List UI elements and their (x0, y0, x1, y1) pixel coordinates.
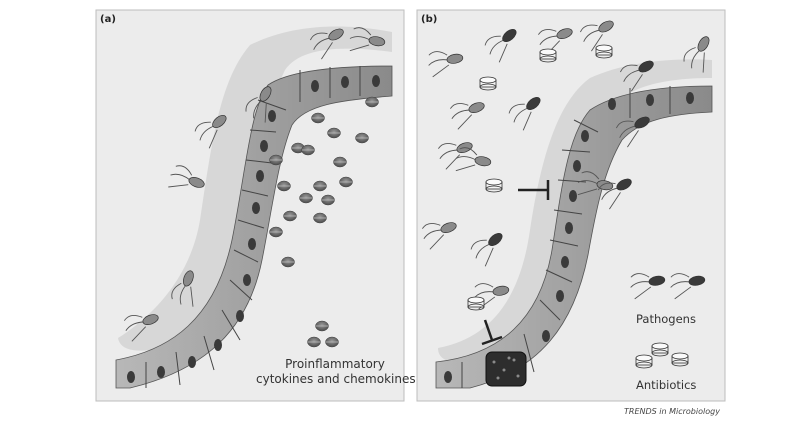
figure-credit: TRENDS in Microbiology (624, 407, 720, 416)
cytokine-icon (356, 133, 369, 143)
cytokine-icon (340, 177, 353, 187)
damaged-cell (486, 352, 526, 386)
legend-pathogens: Pathogens (636, 312, 696, 326)
cytokine-caption: Proinflammatory cytokines and chemokines (268, 357, 402, 387)
cytokine-icon (314, 213, 327, 223)
cytokine-caption-line2: cytokines and chemokines (256, 372, 402, 387)
panel-b-label: (b) (421, 14, 437, 25)
cytokine-icon (284, 211, 297, 221)
legend-antibiotics: Antibiotics (636, 378, 696, 392)
cytokine-icon (270, 155, 283, 165)
cytokine-icon (322, 195, 335, 205)
cytokine-icon (278, 181, 291, 191)
cytokine-icon (308, 337, 321, 347)
cytokine-icon (270, 227, 283, 237)
cytokine-icon (282, 257, 295, 267)
cytokine-icon (366, 97, 379, 107)
cytokine-icon (334, 157, 347, 167)
cytokine-icon (314, 181, 327, 191)
cytokine-icon (312, 113, 325, 123)
cytokine-caption-line1: Proinflammatory (268, 357, 402, 372)
cytokine-icon (316, 321, 329, 331)
cytokine-icon (302, 145, 315, 155)
panel-a-label: (a) (100, 14, 116, 25)
cytokine-icon (326, 337, 339, 347)
cytokine-icon (328, 128, 341, 138)
cytokine-icon (300, 193, 313, 203)
